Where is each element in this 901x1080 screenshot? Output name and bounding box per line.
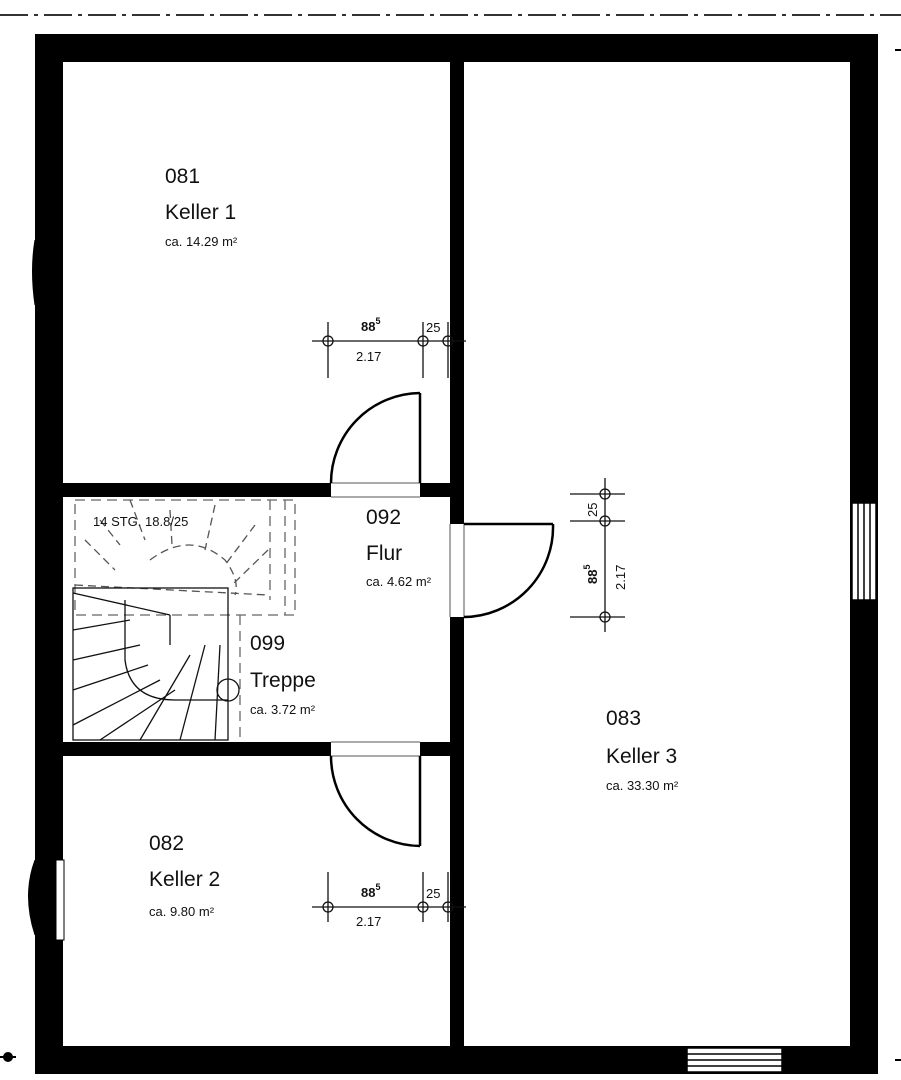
room-area-keller1: ca. 14.29 m²: [165, 234, 238, 249]
outer-wall-top: [35, 34, 878, 62]
room-number-keller3: 083: [606, 707, 642, 730]
dim-keller3-height: 2.17: [613, 564, 628, 590]
dim-keller1-gap: 25: [426, 320, 441, 335]
room-area-keller2: ca. 9.80 m²: [149, 904, 215, 919]
dim-keller3-width: 885: [582, 564, 600, 584]
room-number-flur: 092: [366, 506, 402, 529]
dimension-keller3: [570, 478, 625, 632]
window-bottom: [686, 1047, 783, 1073]
wall-keller2-flur-left: [63, 742, 331, 756]
wall-keller2-flur-right: [420, 742, 450, 756]
stair-upper-dashed: [74, 499, 296, 616]
door-keller2: [329, 755, 422, 848]
room-area-keller3: ca. 33.30 m²: [606, 778, 679, 793]
room-area-flur: ca. 4.62 m²: [366, 574, 432, 589]
room-name-flur: Flur: [366, 542, 403, 565]
stair: [72, 499, 296, 741]
stair-note: 14 STG. 18.8/25: [93, 514, 189, 529]
room-number-keller1: 081: [165, 165, 201, 188]
stair-lower-box: [72, 587, 229, 741]
dim-keller2-height: 2.17: [356, 914, 382, 929]
room-number-treppe: 099: [250, 632, 286, 655]
room-name-treppe: Treppe: [250, 669, 316, 692]
dimension-keller2: [312, 872, 466, 922]
room-name-keller1: Keller 1: [165, 201, 237, 224]
room-area-treppe: ca. 3.72 m²: [250, 702, 316, 717]
door-keller1: [329, 391, 422, 484]
door-keller3: [463, 522, 555, 619]
room-number-keller2: 082: [149, 832, 185, 855]
dimension-keller1: [312, 322, 466, 378]
window-right: [851, 502, 877, 601]
interior-wall-vertical-lower: [450, 617, 464, 1047]
wall-keller1-flur-right: [420, 483, 450, 497]
room-name-keller2: Keller 2: [149, 868, 221, 891]
corner-marker: [0, 1052, 16, 1062]
niche-left-upper: [32, 239, 36, 306]
interior-wall-vertical-upper: [450, 62, 464, 524]
wall-keller1-flur-left: [63, 483, 331, 497]
niche-left-lower: [28, 859, 36, 936]
dim-keller2-gap: 25: [426, 886, 441, 901]
dim-keller3-gap: 25: [585, 502, 600, 517]
dim-keller2-width: 885: [361, 882, 381, 900]
dim-keller1-height: 2.17: [356, 349, 382, 364]
dim-keller1-width: 885: [361, 316, 381, 334]
room-name-keller3: Keller 3: [606, 745, 678, 768]
